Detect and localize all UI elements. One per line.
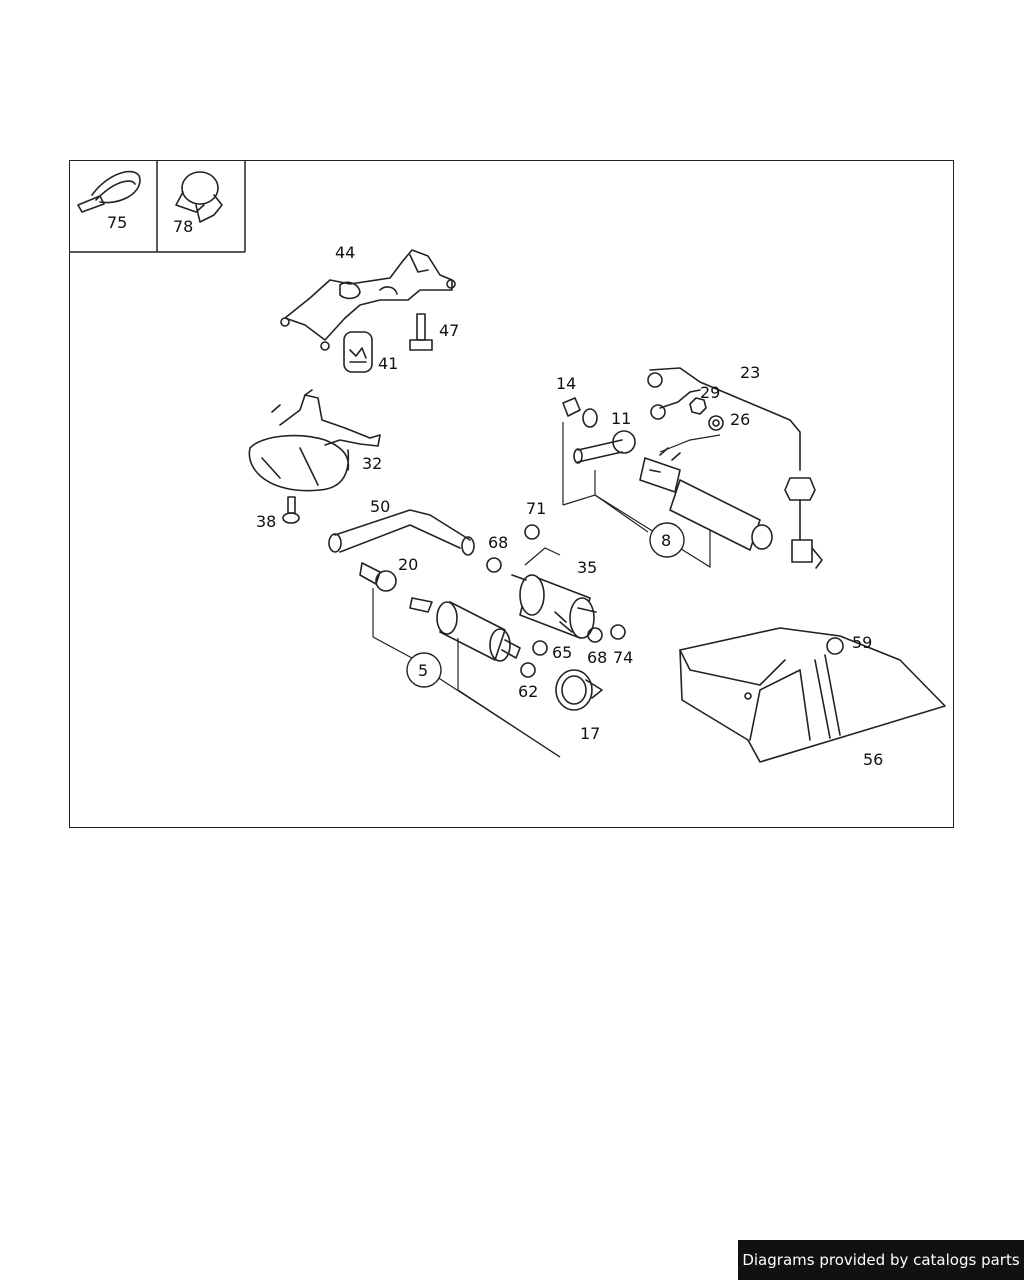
banjo-fitting-part[interactable] <box>562 397 711 569</box>
callout-circle-8 <box>649 522 685 558</box>
callout-68b: 68 <box>587 648 607 667</box>
callout-41: 41 <box>378 354 398 373</box>
callout-17: 17 <box>580 724 600 743</box>
fuel-line-part[interactable] <box>647 367 823 569</box>
callout-62: 62 <box>518 682 538 701</box>
inset-panel <box>69 160 246 253</box>
callout-38: 38 <box>256 512 276 531</box>
fuel-pump-part[interactable] <box>409 597 561 758</box>
callout-14: 14 <box>556 374 576 393</box>
heater-unit-part[interactable] <box>639 434 773 551</box>
callout-circle-5 <box>406 652 442 688</box>
fuel-hose-part[interactable] <box>328 509 475 556</box>
check-valve-part[interactable] <box>359 562 413 659</box>
callout-56: 56 <box>863 750 883 769</box>
lock-washer-part[interactable] <box>708 415 724 431</box>
cable-tie-part[interactable] <box>77 170 141 213</box>
mounting-bracket-part[interactable] <box>280 249 456 351</box>
rubber-mount-part[interactable] <box>343 331 373 373</box>
callout-59: 59 <box>852 633 872 652</box>
callout-44: 44 <box>335 243 355 262</box>
callout-35: 35 <box>577 558 597 577</box>
callout-26: 26 <box>730 410 750 429</box>
hose-clamp-part[interactable] <box>486 524 844 678</box>
fuel-filter-part[interactable] <box>511 547 597 639</box>
bolt-part[interactable] <box>282 496 300 524</box>
diagram-frame <box>69 160 954 828</box>
callout-78: 78 <box>173 217 193 236</box>
callout-23: 23 <box>740 363 760 382</box>
callout-75: 75 <box>107 213 127 232</box>
heat-shield-part[interactable] <box>679 627 946 763</box>
callout-65: 65 <box>552 643 572 662</box>
callout-68: 68 <box>488 533 508 552</box>
callout-20: 20 <box>398 555 418 574</box>
callout-71: 71 <box>526 499 546 518</box>
callout-29: 29 <box>700 383 720 402</box>
callout-32: 32 <box>362 454 382 473</box>
nut-part[interactable] <box>689 397 707 415</box>
attribution-footer: Diagrams provided by catalogs parts <box>738 1240 1024 1280</box>
callout-5: 5 <box>418 661 428 680</box>
bolt-part[interactable] <box>409 313 433 351</box>
callout-50: 50 <box>370 497 390 516</box>
callout-11: 11 <box>611 409 631 428</box>
pump-holder-part[interactable] <box>555 669 603 711</box>
callout-8: 8 <box>661 531 671 550</box>
hose-clip-part[interactable] <box>175 171 223 223</box>
callout-74: 74 <box>613 648 633 667</box>
callout-47: 47 <box>439 321 459 340</box>
pump-strap-bracket-part[interactable] <box>248 389 381 492</box>
